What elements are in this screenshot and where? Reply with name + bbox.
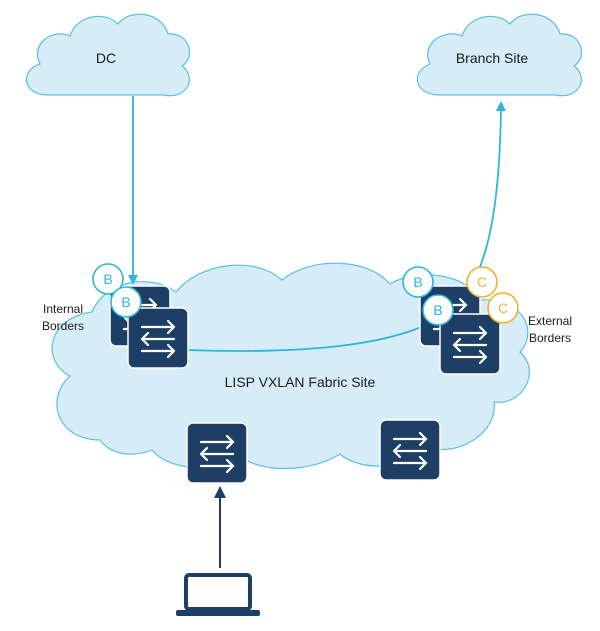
external-border-switch-front[interactable] [438,312,502,376]
svg-text:B: B [121,294,130,310]
internal-borders-label-line2: Borders [42,319,84,333]
edge-switch-right[interactable] [378,418,442,482]
edge-switch-left[interactable] [185,421,249,485]
svg-text:B: B [433,302,442,318]
svg-text:C: C [498,300,508,316]
external-borders-label-line2: Borders [529,331,571,345]
dc-label: DC [96,50,116,66]
svg-text:B: B [413,274,422,290]
dc-cloud [25,13,191,97]
external-border-badge-front: B [422,294,454,326]
external-border-badge-back: B [402,266,434,298]
branch-site-label: Branch Site [456,50,529,66]
internal-borders-label-line1: Internal [43,302,83,316]
internal-border-badge-front: B [110,286,142,318]
external-borders-label-line1: External [528,314,572,328]
laptop-icon[interactable] [176,573,260,616]
branch-site-cloud [416,13,583,97]
svg-text:C: C [477,274,487,290]
control-plane-badge-front: C [487,292,519,324]
internal-border-switch-front[interactable] [126,306,190,370]
control-plane-badge-back: C [466,266,498,298]
fabric-site-label: LISP VXLAN Fabric Site [225,374,376,390]
svg-text:B: B [103,271,112,287]
internal-border-badge-back: B [92,263,124,295]
